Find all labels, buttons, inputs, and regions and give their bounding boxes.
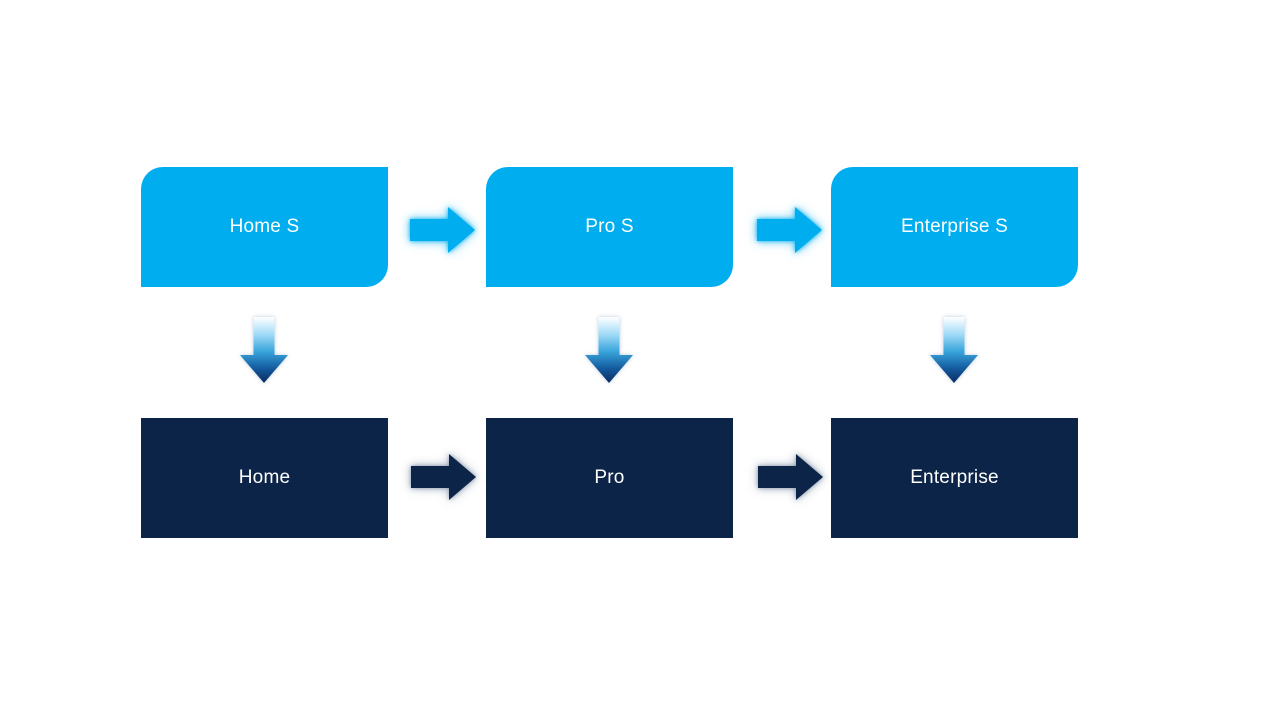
node-home-label: Home [238, 467, 291, 488]
down-arrow-icon [240, 317, 288, 383]
node-pro-s: Pro S [486, 167, 733, 287]
right-arrow-icon [411, 454, 476, 500]
node-home-s: Home S [141, 167, 388, 287]
node-home: Home [141, 418, 388, 538]
node-enterprise-label: Enterprise [910, 467, 999, 488]
down-arrow-icon [930, 317, 978, 383]
right-arrow-icon [757, 207, 822, 253]
node-enterprise-s: Enterprise S [831, 167, 1078, 287]
node-home-s-label: Home S [229, 216, 300, 237]
node-pro: Pro [486, 418, 733, 538]
node-pro-label: Pro [594, 467, 625, 488]
node-enterprise: Enterprise [831, 418, 1078, 538]
right-arrow-icon [410, 207, 475, 253]
down-arrow-icon [585, 317, 633, 383]
right-arrow-icon [758, 454, 823, 500]
node-enterprise-s-label: Enterprise S [901, 216, 1008, 237]
node-pro-s-label: Pro S [585, 216, 634, 237]
